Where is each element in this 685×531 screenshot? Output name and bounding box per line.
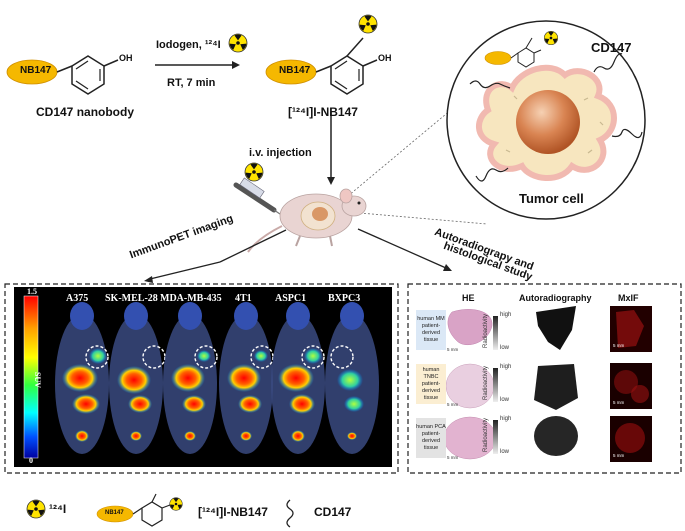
radioactivity-low-1: low: [500, 345, 510, 351]
radioactivity-low-2: low: [500, 397, 510, 403]
histology-panel-frame: [407, 283, 682, 474]
radiation-icon-condition: [228, 33, 248, 53]
radioactivity-high-2: high: [500, 364, 512, 370]
suv-min-label: 0: [29, 456, 33, 465]
reaction-arrow: [155, 61, 240, 69]
product-label: [¹²⁴I]I-NB147: [288, 105, 358, 119]
legend-tracer-label: [¹²⁴I]I-NB147: [198, 505, 268, 519]
mouse-illustration: [233, 177, 367, 253]
suv-max-label: 1.5: [27, 287, 37, 296]
tumor-cell-label: Tumor cell: [519, 191, 584, 206]
radiation-icon-cell: [543, 30, 559, 46]
scalebar-mxif-1: 5 mm: [613, 343, 625, 348]
reactant-label: CD147 nanobody: [36, 105, 135, 119]
reaction-condition-reagent: Iodogen, ¹²⁴I: [156, 39, 221, 51]
radioactivity-high-3: high: [500, 416, 512, 422]
legend-cd147-label: CD147: [314, 505, 352, 519]
scalebar-he-1: 5 mm: [447, 347, 459, 352]
branch-arrows: [144, 228, 452, 283]
radiation-icon-legend-tracer: [169, 497, 183, 511]
radioactivity-high-1: high: [500, 312, 512, 318]
radioactivity-label-3: Radioactivity: [483, 417, 489, 452]
scalebar-mxif-3: 5 mm: [613, 453, 625, 458]
scalebar-mxif-2: 5 mm: [613, 400, 625, 405]
mouse-label-sk-mel-28: SK-MEL-28: [105, 293, 158, 304]
radiation-icon-product: [358, 14, 378, 34]
radiation-icon-legend: [26, 499, 46, 519]
radioactivity-low-3: low: [500, 449, 510, 455]
mouse-label-aspc1: ASPC1: [275, 293, 307, 304]
nanobody-tag-reactant: NB147: [20, 65, 52, 76]
histology-images: [443, 306, 652, 462]
tissue-label-mm: human MM patient-derived tissue: [416, 310, 446, 350]
nanobody-tag-product: NB147: [279, 65, 311, 76]
suv-unit-label: SUV: [33, 372, 42, 389]
radiation-icon-syringe: [244, 162, 264, 182]
reaction-condition-time: RT, 7 min: [167, 77, 216, 89]
scalebar-he-3: 5 mm: [447, 455, 459, 460]
radioactivity-label-2: Radioactivity: [483, 365, 489, 400]
scalebar-he-2: 5 mm: [447, 402, 459, 407]
mouse-label-a375: A375: [66, 293, 89, 304]
suv-colorbar: [23, 295, 39, 459]
column-header-autoradiography: Autoradiography: [519, 293, 592, 303]
mouse-label-mda-mb-435: MDA-MB-435: [160, 293, 222, 304]
mouse-label-4t1: 4T1: [235, 293, 252, 304]
cd147-label: CD147: [591, 40, 632, 55]
pet-mice: [55, 302, 379, 454]
injection-label: i.v. injection: [249, 147, 312, 159]
pet-panel-frame: [4, 283, 399, 474]
legend-nanobody-tag: NB147: [105, 510, 124, 516]
hydroxyl-reactant: OH: [119, 53, 133, 63]
mouse-label-bxpc3: BXPC3: [328, 293, 361, 304]
column-header-mxif: MxIF: [618, 293, 639, 303]
legend-tracer-drawing: [96, 493, 171, 527]
cd147-squiggle-legend: [286, 499, 294, 528]
legend-iodine-label: ¹²⁴I: [49, 502, 67, 516]
column-header-he: HE: [462, 293, 475, 303]
tissue-label-tnbc: human TNBC patient-derived tissue: [416, 364, 446, 404]
radioactivity-label-1: Radioactivity: [483, 313, 489, 348]
hydroxyl-product: OH: [378, 53, 392, 63]
tumor-cell-zoom: [446, 20, 646, 220]
injection-arrow: [327, 112, 335, 185]
reactant-molecule: [6, 55, 119, 95]
product-molecule: [265, 37, 378, 95]
tissue-label-pca: human PCA patient-derived tissue: [416, 418, 446, 458]
